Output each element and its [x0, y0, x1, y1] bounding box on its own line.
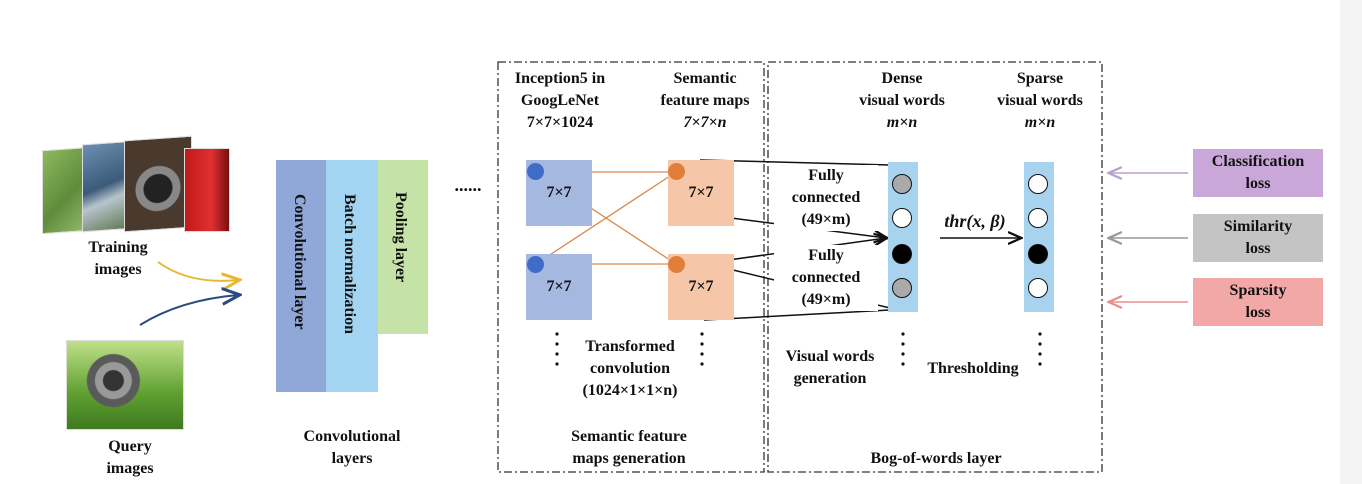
- classification-loss: Classification loss: [1193, 149, 1323, 197]
- dense-node-gray-1: [892, 174, 912, 194]
- visual-words-generation-label: Visual words generation: [785, 348, 875, 387]
- conv-ellipsis: ......: [454, 175, 482, 195]
- scrollbar-track[interactable]: [1340, 0, 1362, 484]
- dense-node-black: [892, 244, 912, 264]
- training-images-stack: [42, 135, 232, 236]
- semantic-caption: Semantic feature maps generation: [571, 428, 687, 467]
- node-blue-2: [527, 256, 544, 273]
- vertical-ellipsis: [555, 332, 1042, 366]
- conv-layer-label: Convolutional layer: [291, 194, 308, 330]
- dense-header: Dense visual words m×n: [859, 70, 945, 131]
- threshold-function: thr(x, β): [944, 211, 1006, 231]
- conv-caption: Convolutional layers: [303, 428, 401, 467]
- query-arrow: [139, 295, 238, 326]
- sparse-node-white-1: [1028, 174, 1048, 194]
- cell-label: 7×7: [546, 184, 572, 201]
- query-image: [66, 340, 184, 430]
- dense-node-gray-2: [892, 278, 912, 298]
- thresholding-label: Thresholding: [927, 360, 1019, 377]
- semantic-frame: [497, 61, 765, 473]
- pooling-label: Pooling layer: [392, 192, 409, 283]
- fc-label-1: Fully connected (49×m): [774, 165, 878, 231]
- inception-header: Inception5 in GoogLeNet 7×7×1024: [514, 70, 606, 131]
- semantic-header: Semantic feature maps 7×7×n: [660, 70, 750, 131]
- training-images-label: Training images: [88, 239, 148, 278]
- batch-norm-label: Batch normalization: [341, 194, 358, 334]
- node-orange-2: [668, 256, 685, 273]
- transformed-conv-label: Transformed convolution (1024×1×1×n): [582, 338, 678, 399]
- dense-words-column: [888, 162, 918, 312]
- sparse-node-white-2: [1028, 208, 1048, 228]
- pooling-block: Pooling layer: [378, 160, 428, 334]
- bow-caption: Bog-of-words layer: [870, 450, 1002, 467]
- similarity-loss: Similarity loss: [1193, 214, 1323, 262]
- fc-label-2: Fully connected (49×m): [774, 245, 878, 311]
- cell-label: 7×7: [688, 184, 714, 201]
- batch-norm-block: Batch normalization: [326, 160, 378, 392]
- sparse-node-black: [1028, 244, 1048, 264]
- node-blue-1: [527, 163, 544, 180]
- node-orange-1: [668, 163, 685, 180]
- query-images-label: Query images: [106, 438, 154, 477]
- sparse-words-column: [1024, 162, 1054, 312]
- training-arrow: [157, 261, 238, 281]
- sparse-node-white-3: [1028, 278, 1048, 298]
- bow-frame: [767, 61, 1103, 473]
- training-image-cup: [184, 148, 230, 232]
- sparsity-loss: Sparsity loss: [1193, 278, 1323, 326]
- dense-node-white: [892, 208, 912, 228]
- conv-layer-block: Convolutional layer: [276, 160, 328, 392]
- cell-label: 7×7: [688, 278, 714, 295]
- cell-label: 7×7: [546, 278, 572, 295]
- sparse-header: Sparse visual words m×n: [997, 70, 1083, 131]
